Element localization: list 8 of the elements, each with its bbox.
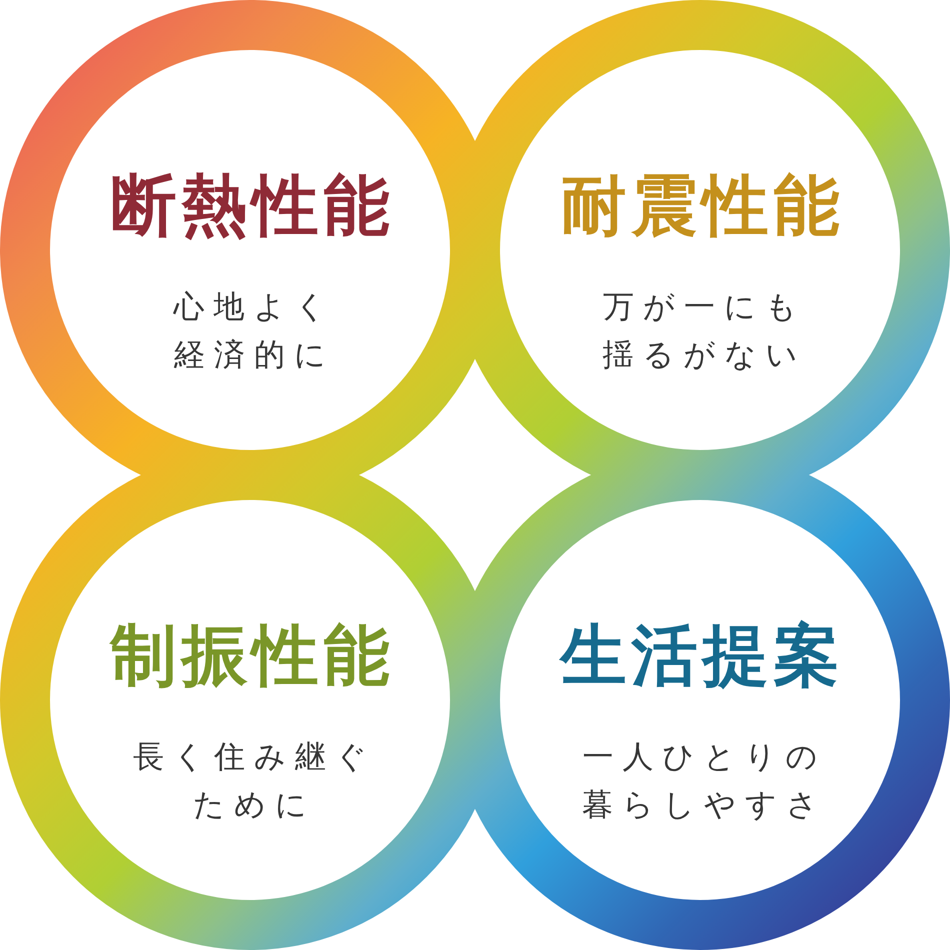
description-text: 心地よく経済的に [172, 288, 336, 375]
description-text: 長く住み継ぐために [132, 738, 377, 825]
heading: 断熱性能 [110, 170, 394, 240]
heading: 制振性能 [108, 620, 394, 690]
description-text: 万が一にも揺るがない [602, 288, 808, 375]
heading: 耐震性能 [560, 170, 844, 240]
heading: 生活提案 [558, 620, 844, 690]
description-text: 一人ひとりの暮らしやすさ [581, 738, 828, 825]
